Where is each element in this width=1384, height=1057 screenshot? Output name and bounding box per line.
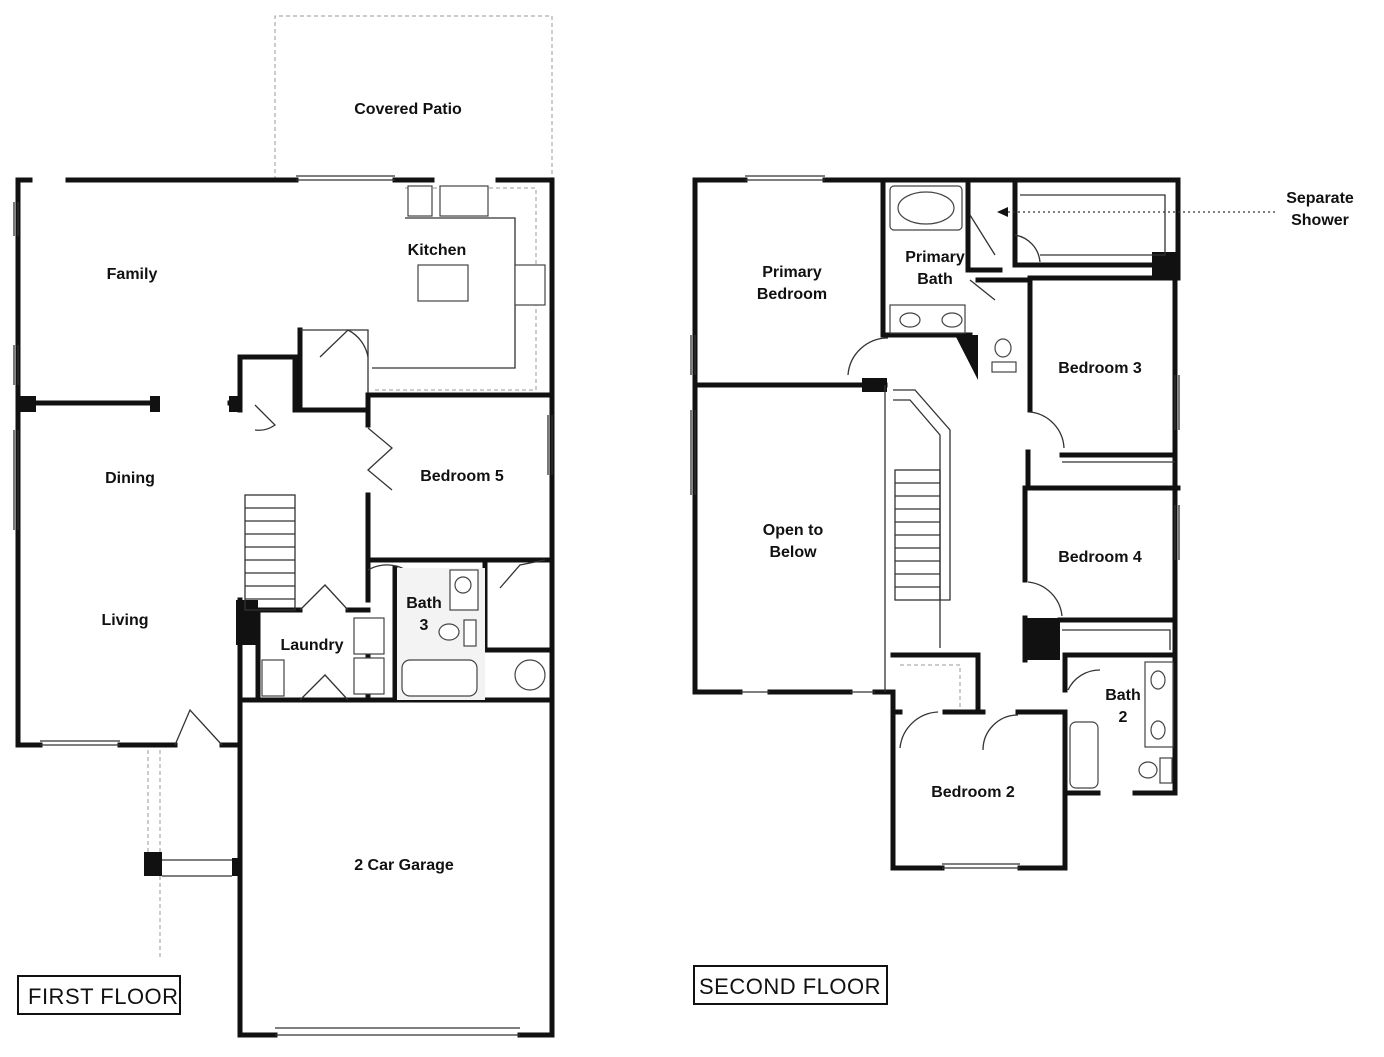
covered-patio-outline xyxy=(274,15,553,180)
primary-bedroom-label-line1: Primary xyxy=(762,264,822,281)
garage-walls xyxy=(237,697,555,1038)
second-floor-exterior-walls xyxy=(692,177,1181,695)
primary-bedroom-label-line2: Bedroom xyxy=(757,286,827,303)
living-label: Living xyxy=(101,612,148,629)
bedroom-4-label: Bedroom 4 xyxy=(1058,549,1142,566)
family-label: Family xyxy=(107,266,158,283)
bath-2-label-line2: 2 xyxy=(1119,709,1128,726)
open-to-below-label-line1: Open to xyxy=(763,522,824,539)
second-floor-stairs xyxy=(884,385,951,692)
first-floor-plan: Covered Patio Kitchen Family Dining Livi… xyxy=(13,15,555,1038)
laundry-label: Laundry xyxy=(280,637,343,654)
garage-label: 2 Car Garage xyxy=(354,857,454,874)
bath-3-label-line2: 3 xyxy=(420,617,429,634)
dining-label: Dining xyxy=(105,470,155,487)
bath-3-label-line1: Bath xyxy=(406,595,442,612)
bedroom-5-label: Bedroom 5 xyxy=(420,468,504,485)
covered-patio-label: Covered Patio xyxy=(354,101,462,118)
kitchen-label: Kitchen xyxy=(408,242,467,259)
primary-bath-label-line1: Primary xyxy=(905,249,965,266)
first-floor-exterior-walls xyxy=(15,177,555,748)
bedroom-2-label: Bedroom 2 xyxy=(931,784,1015,801)
primary-bath-label-line2: Bath xyxy=(917,271,953,288)
second-floor-title: SECOND FLOOR xyxy=(699,974,881,999)
bath-2-label-line1: Bath xyxy=(1105,687,1141,704)
separate-shower-label-line1: Separate xyxy=(1286,190,1354,207)
open-to-below-label-line2: Below xyxy=(769,544,817,561)
bedroom-3-label: Bedroom 3 xyxy=(1058,360,1142,377)
first-floor-stairs xyxy=(244,494,296,611)
second-floor-plan: Primary Bedroom Primary Bath Bedroom 3 O… xyxy=(690,175,1354,1005)
separate-shower-label-line2: Shower xyxy=(1291,212,1349,229)
first-floor-title: FIRST FLOOR xyxy=(28,984,179,1009)
